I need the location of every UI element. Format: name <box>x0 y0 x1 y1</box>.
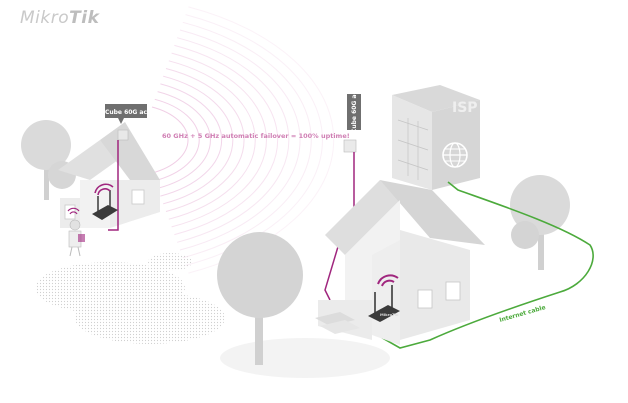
person-with-tablet <box>67 207 85 257</box>
device-tag-left: Cube 60G ac <box>105 104 148 124</box>
device-tag-right-text: Cube 60G ac <box>351 91 358 134</box>
wave-arc <box>168 60 256 220</box>
device-tag-left-text: Cube 60G ac <box>105 109 148 116</box>
wave-arc <box>151 106 189 174</box>
wave-arc <box>154 98 200 182</box>
isp-building: ISP <box>392 85 480 190</box>
router-right: MikroTik <box>368 274 400 322</box>
house-right <box>315 180 485 345</box>
wifi-icon <box>67 207 80 215</box>
logo-text-bold: Tik <box>69 8 100 28</box>
tree-center <box>217 232 303 365</box>
internet-cable-label: Internet cable <box>499 304 547 324</box>
wifi-icon <box>377 274 399 287</box>
router-left <box>92 183 118 220</box>
wifi-icon <box>94 183 114 196</box>
house-left <box>58 122 160 231</box>
tree-right <box>510 175 570 270</box>
wave-arc <box>157 91 211 189</box>
wave-arc <box>182 21 312 259</box>
tree-left <box>21 120 76 200</box>
wave-arc <box>165 68 245 212</box>
globe-icon <box>442 142 468 168</box>
wave-arc <box>163 75 234 205</box>
device-tag-right: Cube 60G ac <box>347 91 361 134</box>
logo-text-light: Mikro <box>20 8 70 28</box>
wave-arc <box>171 52 267 228</box>
router-brand-label: MikroTik <box>380 312 399 317</box>
wireless-link-waves <box>151 6 335 274</box>
wave-arc <box>177 37 290 243</box>
wave-arc <box>174 44 279 236</box>
wave-arc <box>179 29 301 251</box>
isp-label: ISP <box>452 100 478 116</box>
wave-arc <box>160 83 223 197</box>
failover-caption: 60 GHz + 5 GHz automatic failover = 100%… <box>162 132 350 140</box>
mikrotik-logo: MikroTik <box>20 8 99 28</box>
